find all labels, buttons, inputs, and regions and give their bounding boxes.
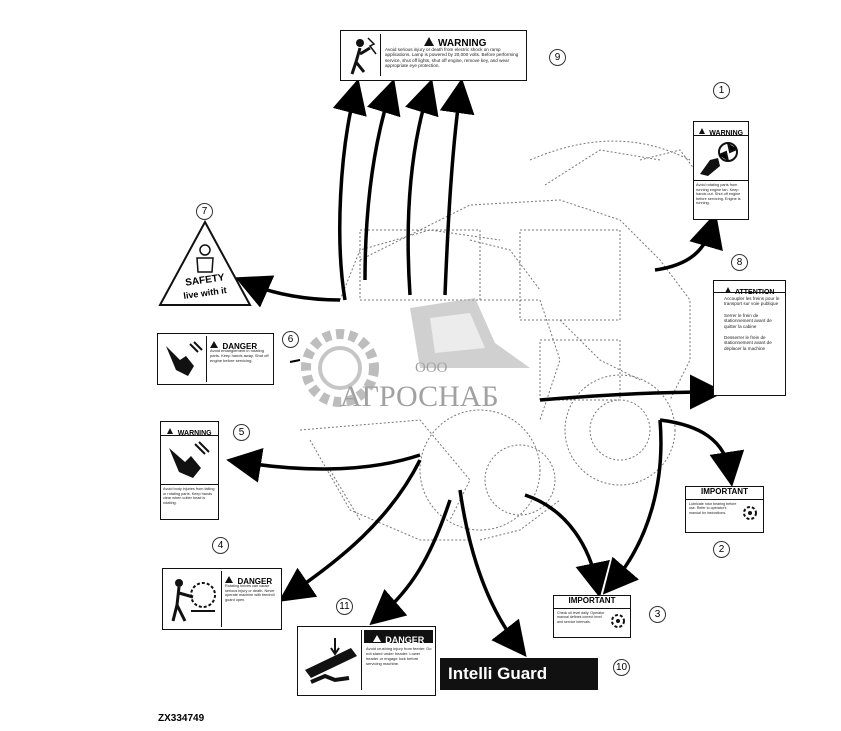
decal-6-heading: DANGER [222,342,258,351]
watermark-company-name: АГРОСНАБ [340,380,499,413]
feeder-crush-icon [301,630,362,690]
watermark-logo: ООО АГРОСНАБ [300,298,550,438]
decal-11-text: Avoid crushing injury from feeder. Do no… [366,646,432,666]
decal-3-heading: IMPORTANT [554,596,630,609]
callout-2: 2 [713,541,730,558]
gear-icon [743,506,757,520]
callout-6: 6 [282,331,299,348]
decal-4-heading: DANGER [237,577,273,586]
decal-11-heading: DANGER [385,635,425,645]
safety-triangle-decal [158,219,252,306]
decal-4-text: Rotating knives can cause serious injury… [225,584,275,602]
callout-4: 4 [212,537,229,554]
figure-code: ZX334749 [158,713,205,724]
decal-6-text: Avoid entanglement in rotating parts. Ke… [210,348,269,363]
danger-triangle-icon [225,576,233,584]
watermark-gear-icon [301,298,530,407]
decal-8-attention: ATTENTION Accoupler les freins pour le t… [713,280,786,396]
decal-8-item-1: Accoupler les freins pour le transport s… [724,296,780,307]
decal-1-text: Avoid rotating parts from running engine… [696,183,741,206]
callout-11: 11 [336,598,353,615]
decal-5-text: Avoid body injuries from falling or rota… [163,487,215,505]
decal-2-text: Lubricate rotor bearing before use. Refe… [689,502,737,515]
callout-7: 7 [196,203,213,220]
callout-8: 8 [731,254,748,271]
decal-5-warning: WARNING Avoid body injuries from falling… [160,421,219,520]
person-feedroll-icon [165,571,222,627]
decal-10-heading: Intelli Guard [448,664,548,683]
attention-triangle-icon [724,286,731,293]
decal-4-danger: DANGER Rotating knives can cause serious… [162,568,282,630]
decal-11-danger: DANGER Avoid crushing injury from feeder… [297,626,436,696]
decal-5-heading: WARNING [177,430,212,437]
decal-2-heading: IMPORTANT [686,487,763,500]
hand-entanglement-icon [160,336,207,382]
gear-icon [611,614,625,628]
warning-triangle-icon [698,127,705,134]
decal-9-warning-electric: WARNING Avoid serious injury or death fr… [340,30,527,81]
person-head-icon [199,244,211,256]
callout-10: 10 [613,659,630,676]
decal-1-heading: WARNING [709,130,744,137]
electric-shock-icon [344,34,381,76]
decal-9-heading: WARNING [438,38,487,49]
warning-triangle-icon [167,427,174,434]
decal-6-danger: DANGER Avoid entanglement in rotating pa… [157,333,274,385]
decal-8-heading: ATTENTION [734,289,775,296]
callout-1: 1 [713,82,730,99]
warning-triangle-icon [423,37,434,47]
callout-5: 5 [233,424,250,441]
decal-2-important: IMPORTANT Lubricate rotor bearing before… [685,486,764,533]
callout-3: 3 [649,606,666,623]
decal-1-warning-fan: WARNING Avoid rotating parts from runnin… [693,121,749,220]
decal-8-item-2: Serrer le frein de stationnement avant d… [724,312,772,329]
danger-triangle-icon [210,341,218,349]
leader-arrows [226,78,745,658]
decal-3-text: Check oil level daily. Operator manual d… [557,611,605,624]
decal-10-intelli-guard: Intelli Guard [440,658,598,690]
callout-9: 9 [549,49,566,66]
rotating-blade-hand-icon [694,136,748,181]
decal-3-important: IMPORTANT Check oil level daily. Operato… [553,595,631,638]
person-icon [196,257,214,273]
hand-crush-icon [161,436,218,485]
decal-9-text: Avoid serious injury or death from elect… [385,47,519,69]
danger-triangle-icon [372,635,381,643]
decal-8-item-3: Desserrer le frein de stationnement avan… [724,335,772,351]
watermark-company-form: ООО [415,360,448,376]
